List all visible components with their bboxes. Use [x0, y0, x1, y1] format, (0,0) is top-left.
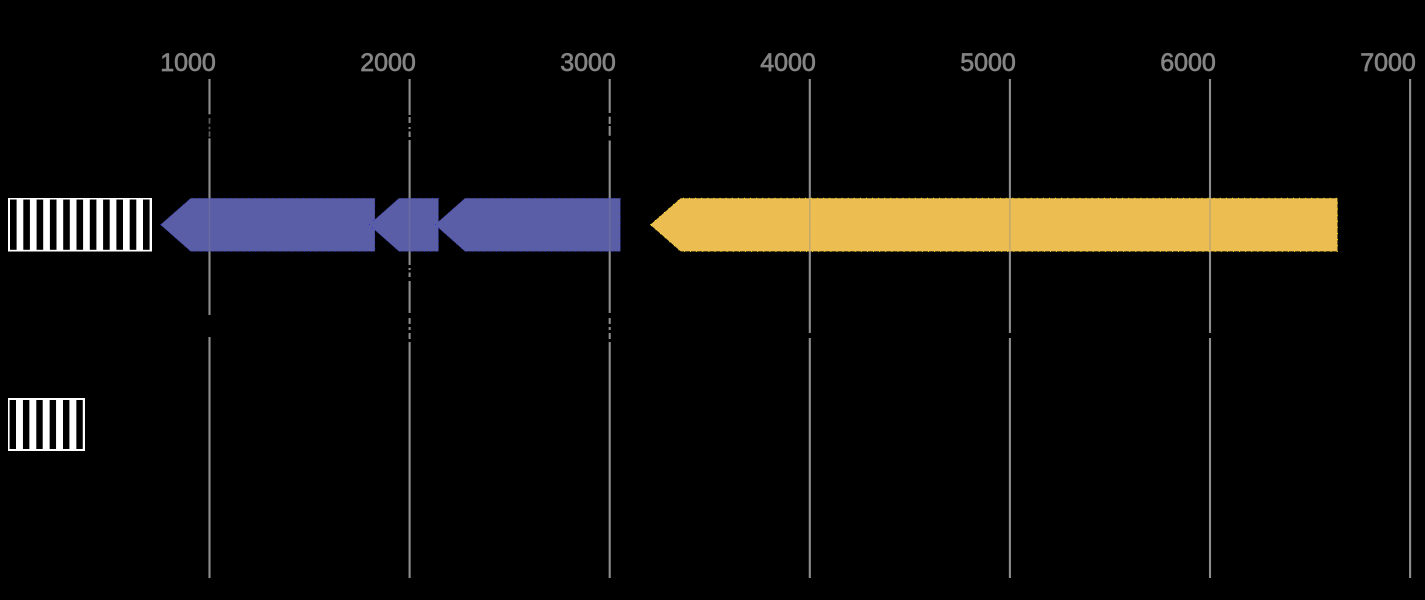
- svg-text:2000: 2000: [360, 49, 416, 77]
- svg-text:1000: 1000: [160, 49, 216, 77]
- svg-text:6000: 6000: [1160, 49, 1216, 77]
- svg-text:5000: 5000: [960, 49, 1016, 77]
- svg-text:3000: 3000: [560, 49, 616, 77]
- svg-text:7000: 7000: [1360, 49, 1416, 77]
- svg-text:4000: 4000: [760, 49, 816, 77]
